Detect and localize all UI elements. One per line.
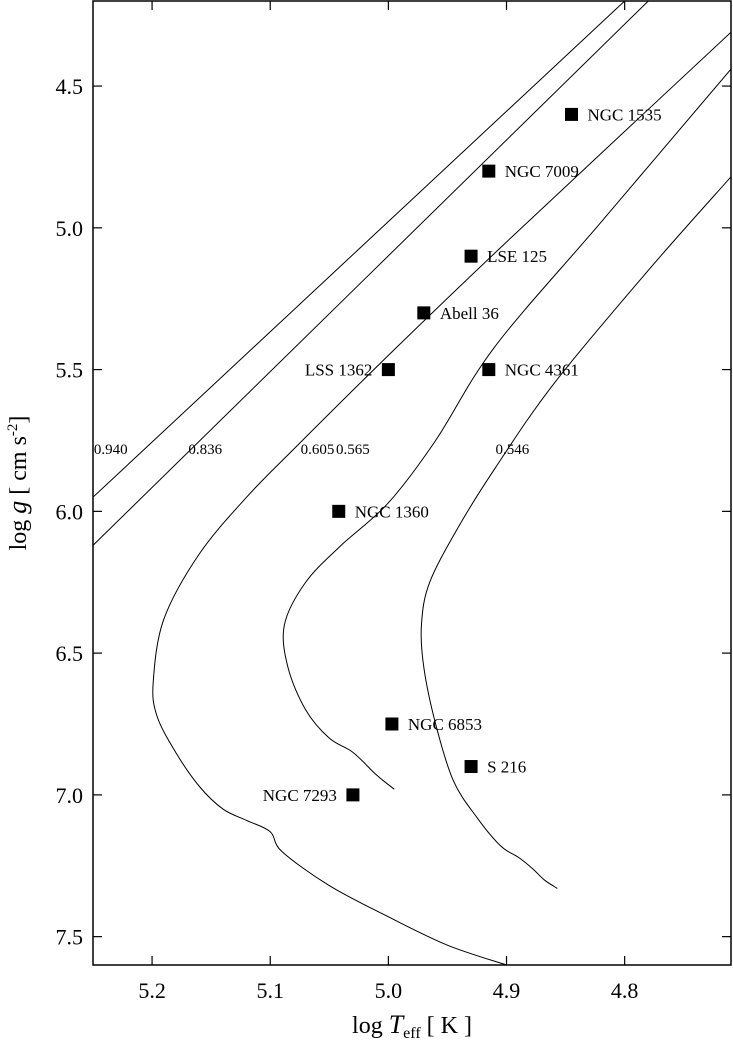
track-0.546 [420,176,731,889]
y-tick-label: 5.0 [56,216,84,241]
star-label: NGC 1360 [355,502,429,521]
track-0.836 [93,1,649,546]
y-tick-label: 7.0 [56,783,84,808]
x-tick-label: 4.9 [493,978,521,1003]
star-label: NGC 7009 [505,162,579,181]
evolutionary-tracks [93,1,731,965]
track-0.940 [93,1,626,498]
track-label-0.546: 0.546 [496,442,530,458]
x-tick-label: 4.8 [611,978,639,1003]
y-tick-label: 4.5 [56,74,84,99]
star-marker [381,363,395,377]
x-tick-label: 5.0 [375,978,403,1003]
x-tick-label: 5.1 [256,978,284,1003]
y-tick-label: 5.5 [56,358,84,383]
track-label-0.605: 0.605 [301,442,335,458]
star-marker [464,249,478,263]
star-label: NGC 1535 [588,105,662,124]
star-marker [464,760,478,774]
plot-frame [92,0,732,966]
star-marker [332,504,346,518]
star-label: S 216 [487,758,526,777]
star-label: NGC 7293 [263,786,337,805]
y-tick-label: 7.5 [56,925,84,950]
y-tick-label: 6.0 [56,499,84,524]
star-marker [565,107,578,121]
star-marker [482,164,496,178]
star-marker [482,363,496,377]
star-label: NGC 4361 [505,361,579,380]
track-label-0.940: 0.940 [94,442,128,458]
star-label: LSE 125 [487,247,547,266]
track-label-0.565: 0.565 [336,442,370,458]
star-marker [385,717,399,731]
track-0.565 [282,68,731,790]
x-tick-label: 5.2 [138,978,166,1003]
x-axis-label: log Teff [ K ] [352,1010,472,1041]
star-marker [417,306,431,320]
star-label: LSS 1362 [305,361,373,380]
axis-ticks: 5.2 5.1 5.0 4.9 4.8 4.5 5.0 5.5 6.0 6.5 7.0 7.5 [56,1,731,1003]
star-label: Abell 36 [440,304,499,323]
y-tick-label: 6.5 [56,641,84,666]
y-axis-label: log g [ cm s-2] [3,416,32,551]
track-label-0.836: 0.836 [188,442,222,458]
star-marker [346,788,360,802]
star-label: NGC 6853 [408,715,482,734]
track-0.605 [152,31,731,965]
